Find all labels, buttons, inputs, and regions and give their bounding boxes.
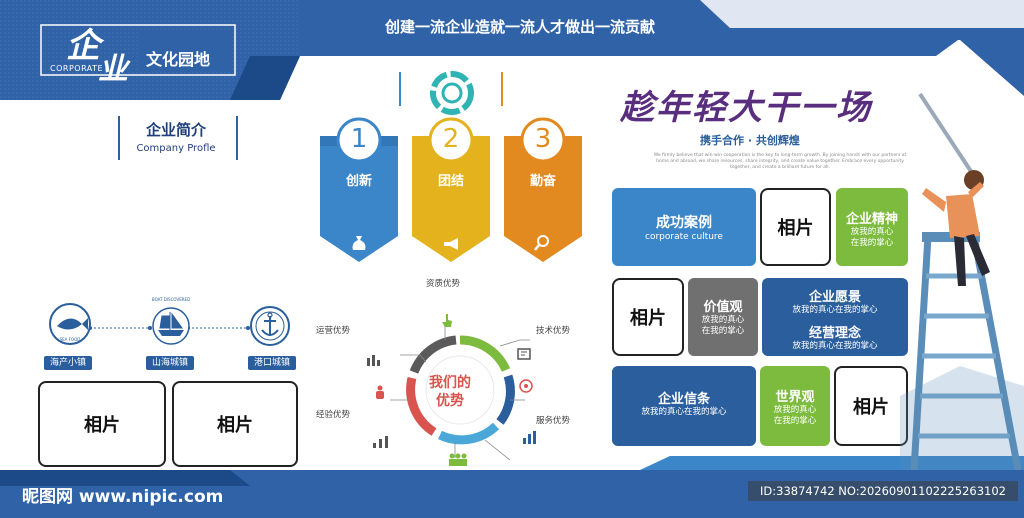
tile-mgmt-title: 经营理念 xyxy=(808,326,861,341)
art-subtitle: 携手合作 · 共创辉煌 xyxy=(700,134,800,147)
photo-placeholder-3: 相片 xyxy=(760,188,831,266)
advantage-diagram xyxy=(390,322,530,461)
logo-char-ye: 业 xyxy=(98,52,128,87)
photo-placeholder-2: 相片 xyxy=(172,381,298,467)
town-label-mountain-sea: 山海城镇 xyxy=(146,356,194,370)
bar-chart-icon xyxy=(523,431,536,444)
intro-subtitle: Company Profle xyxy=(136,143,216,154)
advantage-label-service: 服务优势 xyxy=(536,416,571,426)
tech-icon xyxy=(517,348,531,360)
money-bag-icon xyxy=(352,236,366,250)
anchor-badge-icon xyxy=(250,306,290,346)
tile-creed-title: 企业信条 xyxy=(657,392,710,407)
target-icon xyxy=(519,379,533,393)
tile-values-title: 价值观 xyxy=(703,300,743,315)
advantage-label-operations: 运营优势 xyxy=(316,326,351,336)
pillar-label-innovation: 创新 xyxy=(345,174,372,189)
header-slogan: 创建一流企业造就一流人才做出一流贡献 xyxy=(384,18,655,36)
tile-values-line1: 放我的真心 xyxy=(701,315,745,325)
pillar-label-unity: 团结 xyxy=(437,174,464,189)
megaphone-icon xyxy=(444,238,458,250)
logo-frame xyxy=(40,24,236,76)
tile-success-cases: 成功案例 corporate culture xyxy=(612,188,756,266)
intro-title: 企业简介 xyxy=(145,121,206,139)
tile-world-title: 世界观 xyxy=(775,390,815,405)
tile-success-cases-title: 成功案例 xyxy=(656,215,712,231)
tile-enterprise-spirit: 企业精神 放我的真心 在我的掌心 xyxy=(836,188,908,266)
team-icon xyxy=(449,453,467,466)
tile-world-line1: 放我的真心 xyxy=(773,405,817,415)
tile-creed: 企业信条 放我的真心在我的掌心 xyxy=(612,366,756,446)
ship-badge-icon xyxy=(152,307,190,345)
team-circle-icon xyxy=(430,71,474,115)
photo-placeholder-1: 相片 xyxy=(38,381,166,467)
pillar-number-2: 2 xyxy=(442,124,460,154)
town-label-seafood: 海产小镇 xyxy=(44,356,92,370)
tile-spirit-line1: 放我的真心 xyxy=(850,227,894,237)
advantage-label-qualification: 资质优势 xyxy=(426,279,461,289)
advantage-label-experience: 经验优势 xyxy=(316,410,351,420)
art-slogan: 趁年轻大干一场 xyxy=(620,88,872,128)
pillar-label-diligence: 勤奋 xyxy=(529,174,556,189)
intro-frame xyxy=(118,116,238,160)
footer-id: ID:33874742 NO:20260901102225263102 xyxy=(748,481,1018,501)
tile-vision-desc: 放我的真心在我的掌心 xyxy=(792,305,878,315)
touch-icon xyxy=(442,314,452,327)
ship-badge-text: BOAT DISCOVERED xyxy=(151,297,191,302)
logo-title: 文化园地 xyxy=(146,50,211,69)
tile-vision-management: 企业愿景 放我的真心在我的掌心 经营理念 放我的真心在我的掌心 xyxy=(762,278,908,356)
photo-placeholder-4: 相片 xyxy=(612,278,684,356)
town-label-port: 港口城镇 xyxy=(248,356,296,370)
logo-english: CORPORATE xyxy=(50,64,104,73)
art-small-text: We firmly believe that win-win cooperati… xyxy=(653,153,907,170)
tile-mgmt-desc: 放我的真心在我的掌心 xyxy=(792,341,878,351)
fish-badge-text: SEA FOOD xyxy=(59,337,81,342)
footer-site: 昵图网 www.nipic.com xyxy=(22,487,224,507)
pillars-graphic xyxy=(320,72,582,262)
tile-vision-title: 企业愿景 xyxy=(808,290,861,305)
pillar-number-3: 3 xyxy=(534,124,552,154)
tile-success-cases-en: corporate culture xyxy=(645,232,723,242)
growth-icon xyxy=(373,436,388,448)
tile-world-line2: 在我的掌心 xyxy=(773,416,817,426)
advantage-center: 我们的 优势 xyxy=(410,374,490,410)
tile-spirit-line2: 在我的掌心 xyxy=(850,238,894,248)
people-icon xyxy=(376,385,384,399)
tile-values-line2: 在我的掌心 xyxy=(701,326,745,336)
magnifier-icon xyxy=(534,235,549,251)
advantage-center-line1: 我们的 xyxy=(429,375,471,391)
pillar-number-1: 1 xyxy=(350,124,368,154)
ladder-climber-illustration xyxy=(900,92,1024,470)
tile-creed-desc: 放我的真心在我的掌心 xyxy=(641,407,727,417)
logo-char-qi: 企 xyxy=(66,26,100,66)
bar-chart-icon xyxy=(367,355,380,366)
fish-badge-icon xyxy=(49,303,91,345)
advantage-center-line2: 优势 xyxy=(436,393,464,409)
tile-worldview: 世界观 放我的真心 在我的掌心 xyxy=(760,366,830,446)
tile-spirit-title: 企业精神 xyxy=(845,212,898,227)
photo-placeholder-5: 相片 xyxy=(834,366,908,446)
advantage-label-technology: 技术优势 xyxy=(536,326,571,336)
tile-values: 价值观 放我的真心 在我的掌心 xyxy=(688,278,758,356)
